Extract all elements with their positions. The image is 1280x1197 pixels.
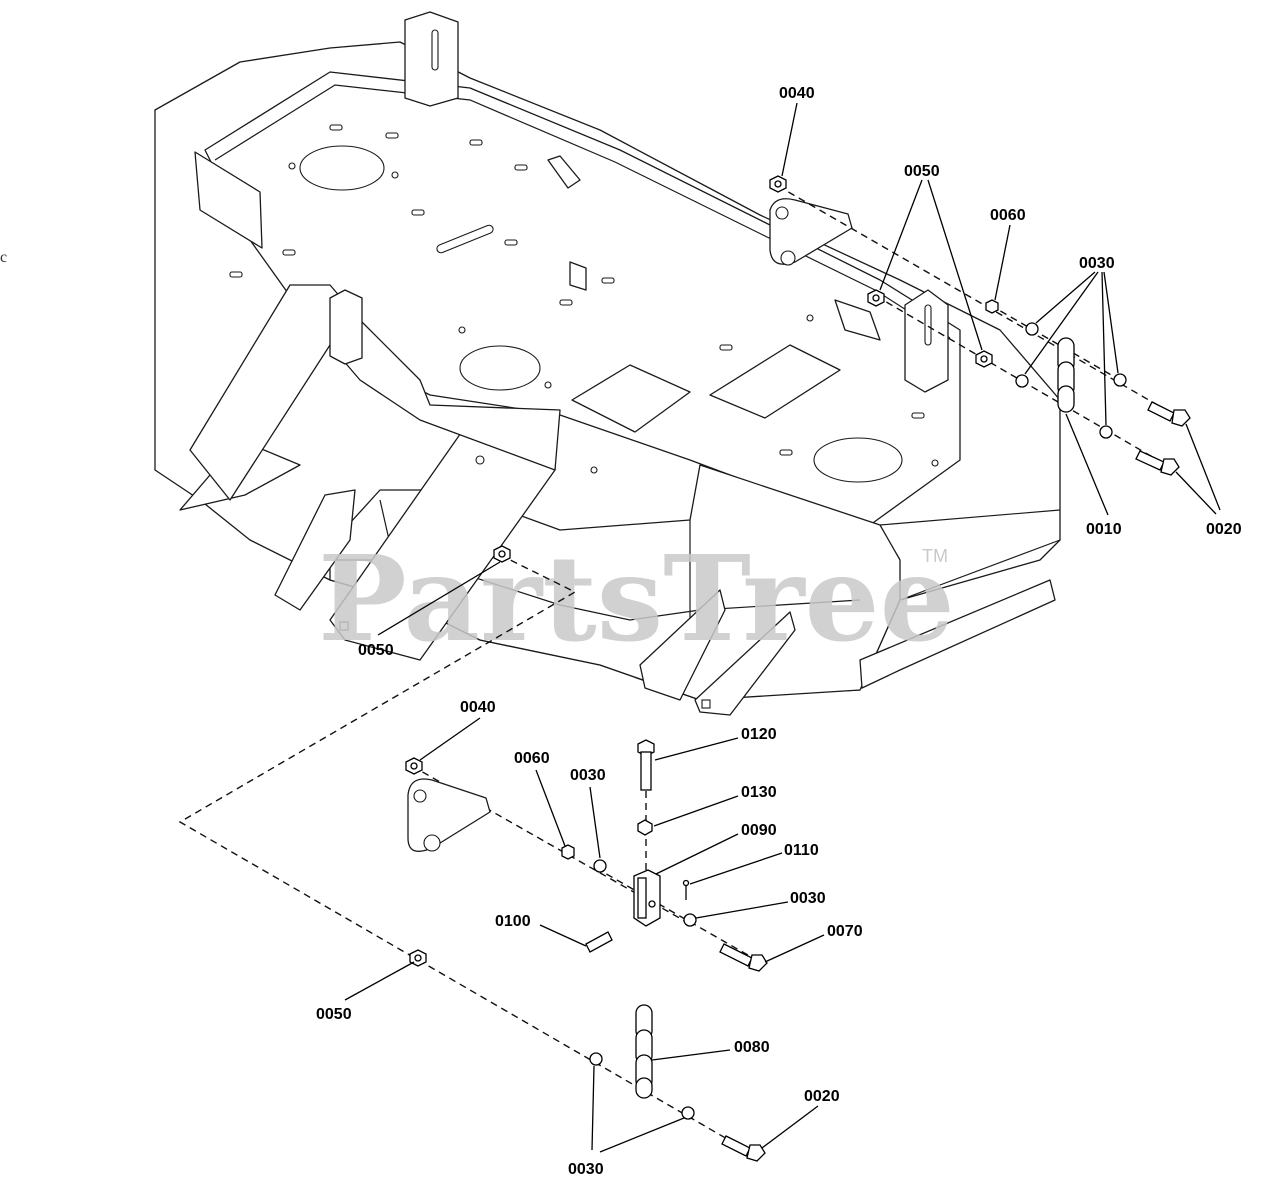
deck-pad-right	[709, 344, 841, 419]
deck-skid-plate	[859, 579, 1056, 689]
edge-mark: c	[0, 249, 7, 266]
upper-right-assembly	[769, 175, 1191, 476]
callout-0010: 0010	[1086, 521, 1122, 538]
side-bracket-left-mid	[274, 489, 356, 611]
callout-0050: 0050	[358, 642, 394, 659]
nut-0040-lower	[405, 757, 423, 775]
nut-0050-deck	[493, 545, 511, 563]
pin-0100	[585, 931, 613, 953]
bolt-0020-lower	[721, 1135, 766, 1162]
callout-0060: 0060	[514, 750, 550, 767]
callout-0030: 0030	[568, 1161, 604, 1178]
callout-0030: 0030	[570, 767, 606, 784]
deck-right-lug-mid	[834, 299, 881, 341]
bolt-0120	[637, 739, 655, 791]
callout-0120: 0120	[741, 726, 777, 743]
nut-0050-upper-b	[975, 350, 993, 368]
washer-0030-lower-a	[593, 859, 607, 873]
deck-left-lug	[329, 289, 363, 365]
washer-0030-lower-b	[683, 913, 697, 927]
bolt-0070	[719, 943, 768, 972]
front-bracket-right	[694, 611, 796, 716]
callout-0130: 0130	[741, 784, 777, 801]
callout-0110: 0110	[784, 842, 819, 859]
callout-0080: 0080	[734, 1039, 770, 1056]
deck-right-lug-rear	[547, 155, 581, 189]
spindle-hole-left	[299, 145, 385, 191]
callout-0040: 0040	[779, 85, 815, 102]
nut-0130	[637, 819, 653, 836]
callout-0030: 0030	[790, 890, 826, 907]
side-bracket-left-rear	[194, 151, 263, 249]
nut-0060-lower	[561, 844, 575, 860]
nut-0040-upper	[769, 175, 787, 193]
pin-0110	[682, 879, 690, 900]
deck-pad-center	[571, 364, 691, 433]
callout-0020: 0020	[804, 1088, 840, 1105]
spindle-hole-right	[813, 437, 903, 483]
bolt-0020-upper-a	[1147, 401, 1191, 427]
clevis-0090	[633, 869, 661, 927]
callout-0090: 0090	[741, 822, 777, 839]
callout-0040: 0040	[460, 699, 496, 716]
bolt-0020-upper-b	[1135, 450, 1180, 476]
watermark-brand: PartsTree	[318, 529, 955, 668]
nut-0060-upper	[985, 299, 999, 314]
mower-deck	[154, 11, 1061, 716]
washer-0030-lower-d	[681, 1106, 695, 1120]
callout-0050: 0050	[316, 1006, 352, 1023]
watermark-trademark: TM	[922, 546, 948, 566]
callout-labels: 0040 0050 0060 0030 0010 0020 0050 0040 …	[316, 85, 1242, 1178]
chain-0080	[635, 1004, 653, 1099]
washer-0030-upper-a	[1025, 322, 1039, 336]
callout-0070: 0070	[827, 923, 863, 940]
washer-0030-upper-c	[1113, 373, 1127, 387]
callout-0060: 0060	[990, 207, 1026, 224]
washer-0030-lower-c	[589, 1052, 603, 1066]
callout-0100: 0100	[495, 913, 531, 930]
callout-0020: 0020	[1206, 521, 1242, 538]
spindle-hole-center	[459, 345, 541, 391]
callout-0030: 0030	[1079, 255, 1115, 272]
deck-post	[569, 261, 587, 291]
lower-assembly	[178, 545, 768, 1162]
washer-0030-upper-b	[1015, 374, 1029, 388]
chain-0010	[1057, 337, 1075, 413]
washer-0030-upper-d	[1099, 425, 1113, 439]
front-bracket-center	[639, 589, 726, 701]
callout-0050: 0050	[904, 163, 940, 180]
mount-plate-lower	[407, 778, 491, 852]
leader-lines	[344, 102, 1221, 1153]
nut-0050-upper-a	[867, 289, 885, 307]
